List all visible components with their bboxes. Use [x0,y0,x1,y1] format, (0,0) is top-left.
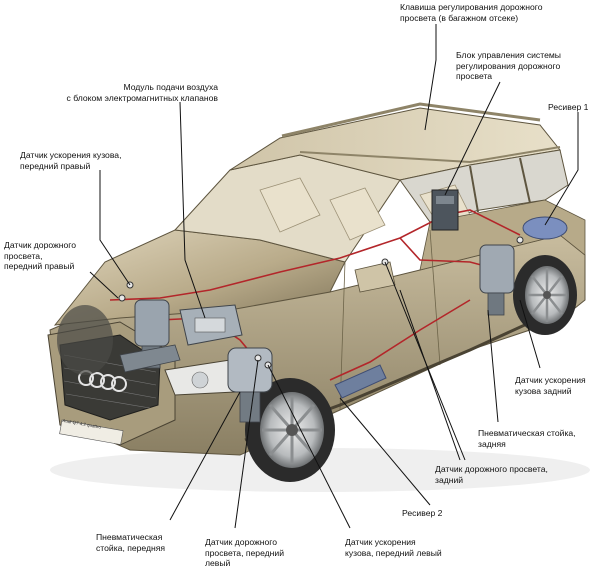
label-accel-sensor-rear: Датчик ускорения кузова задний [515,375,586,396]
leader-lines [89,24,579,529]
label-accel-sensor-front-right: Датчик ускорения кузова, передний правый [20,150,122,171]
air-supply-unit [179,304,243,346]
rear-left-wheel [513,255,577,335]
label-rear-air-strut: Пневматическая стойка, задняя [478,428,576,449]
label-air-supply-module: Модуль подачи воздуха с блоком электрома… [66,82,218,103]
label-receiver-2: Ресивер 2 [402,508,443,518]
front-right-air-strut [119,299,181,373]
control-unit-box [431,189,459,231]
label-height-sensor-rear: Датчик дорожного просвета, задний [435,464,548,485]
rear-air-strut [479,244,515,316]
label-accel-sensor-front-left: Датчик ускорения кузова, передний левый [345,537,442,558]
label-height-sensor-front-right: Датчик дорожного просвета, передний прав… [4,240,77,271]
accel-sensor-rear-dot [516,236,524,244]
receiver-2-tank [334,364,387,399]
front-right-wheel [57,305,113,375]
audi-rings-logo [78,370,127,392]
label-control-unit: Блок управления системы регулирования до… [456,50,561,81]
label-height-sensor-front-left: Датчик дорожного просвета, передний левы… [205,537,285,568]
height-sensor-front-right-dot [118,294,126,302]
label-front-air-strut: Пневматическая стойка, передняя [96,532,166,553]
label-receiver-1: Ресивер 1 [548,102,589,112]
label-height-switch: Клавиша регулирования дорожного просвета… [400,2,543,23]
receiver-1-tank [522,216,568,240]
front-left-wheel [245,378,335,482]
